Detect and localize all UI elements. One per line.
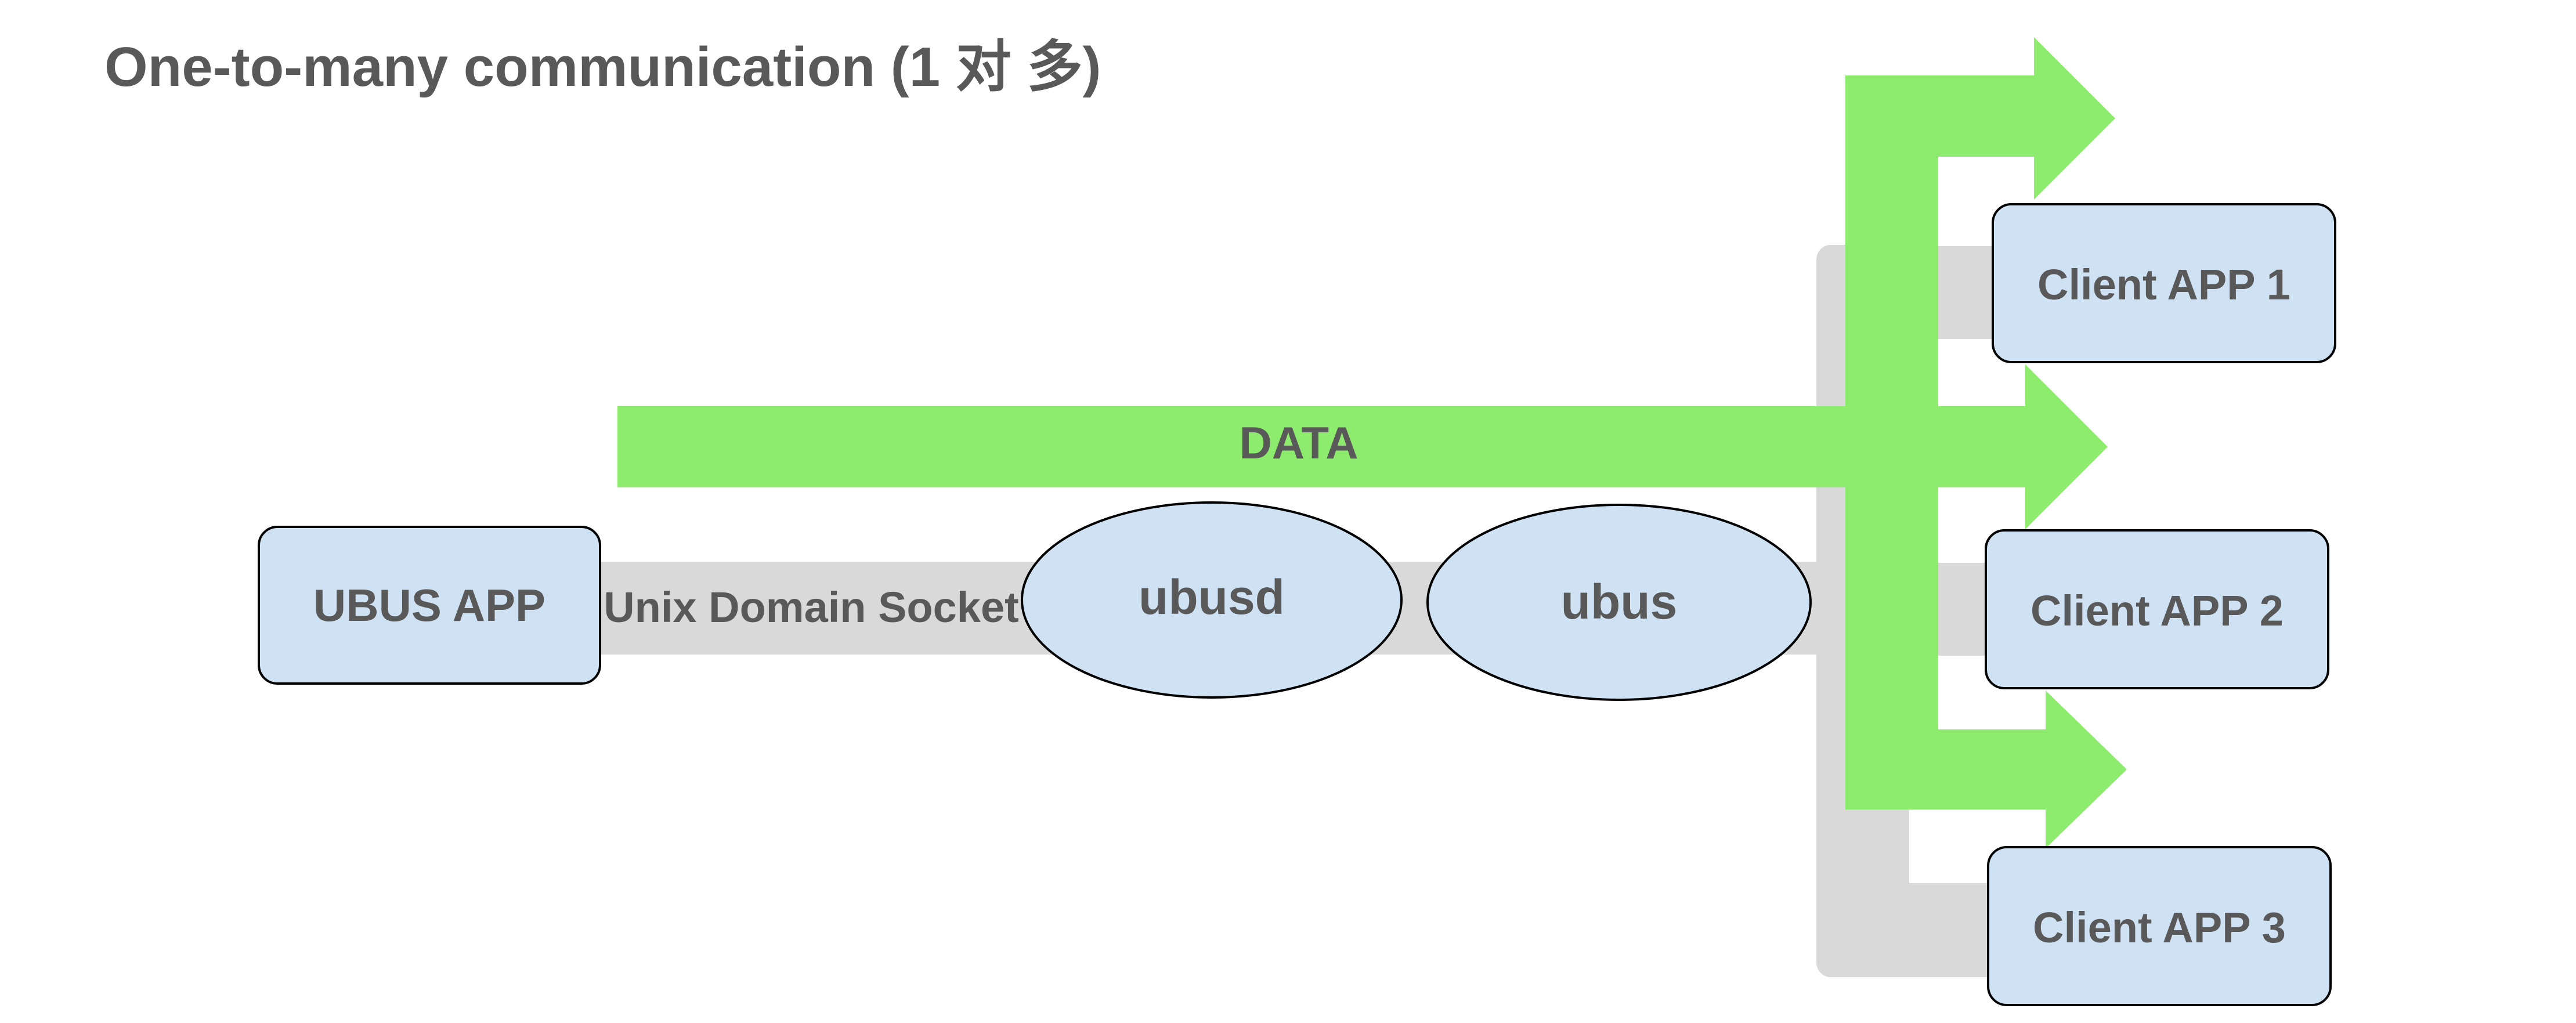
node-client-app-1-label: Client APP 1 (2037, 261, 2290, 309)
node-ubusd-label: ubusd (1139, 570, 1285, 624)
page-title: One-to-many communication (1 对 多) (104, 36, 1101, 98)
node-client-app-3-label: Client APP 3 (2033, 903, 2286, 952)
node-ubus[interactable]: ubus (1426, 504, 1812, 701)
arrowhead-client-3 (2046, 691, 2127, 848)
data-label: DATA (1239, 417, 1358, 468)
data-flow (617, 37, 2127, 848)
socket-label: Unix Domain Socket (604, 583, 1019, 631)
arrowhead-client-2 (2025, 364, 2108, 529)
data-flow-top-bar (1845, 75, 2043, 157)
node-client-app-2[interactable]: Client APP 2 (1985, 529, 2329, 689)
node-client-app-1[interactable]: Client APP 1 (1992, 203, 2336, 363)
node-client-app-3[interactable]: Client APP 3 (1987, 846, 2332, 1006)
node-ubus-app-label: UBUS APP (313, 580, 545, 631)
node-client-app-2-label: Client APP 2 (2031, 587, 2284, 635)
data-flow-main-bar (617, 406, 2031, 487)
arrowhead-client-1 (2034, 37, 2115, 200)
data-flow-vertical (1845, 75, 1938, 809)
data-flow-bottom-bar (1845, 729, 2054, 809)
node-ubus-app[interactable]: UBUS APP (258, 526, 601, 685)
node-ubusd[interactable]: ubusd (1021, 501, 1403, 699)
node-ubus-label: ubus (1561, 574, 1678, 629)
